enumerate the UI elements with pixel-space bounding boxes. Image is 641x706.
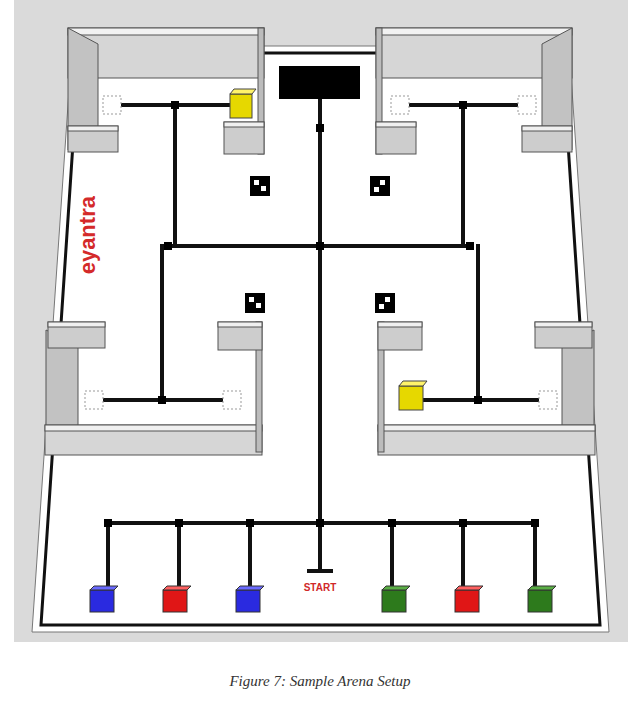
track-line — [533, 523, 537, 588]
wall — [535, 322, 592, 348]
wall-top — [378, 322, 422, 327]
track-line — [173, 105, 177, 246]
block-top — [90, 586, 118, 590]
wall — [376, 122, 416, 154]
wall-top — [376, 28, 572, 35]
drop-zone — [85, 391, 103, 409]
drop-zone — [223, 391, 241, 409]
drop-zone — [518, 96, 536, 114]
wall-top — [378, 425, 595, 431]
block-top — [163, 586, 191, 590]
junction-node — [388, 519, 396, 527]
marker-cell — [374, 187, 379, 192]
track-line — [177, 523, 181, 588]
wall — [218, 322, 262, 350]
track-line — [106, 523, 110, 588]
wall — [48, 322, 105, 348]
wall-top — [45, 425, 262, 431]
marker-cell — [261, 186, 266, 191]
aruco-marker — [245, 293, 265, 313]
aruco-marker — [250, 176, 270, 196]
board-border — [41, 53, 600, 625]
wall-top — [535, 322, 592, 327]
marker-cell — [254, 180, 259, 185]
block-top — [528, 586, 556, 590]
wall-top — [224, 122, 264, 127]
wall — [224, 122, 264, 154]
track-line — [248, 523, 252, 588]
red-block — [455, 590, 479, 612]
wall — [522, 126, 572, 152]
track-line — [390, 523, 394, 588]
wall-top — [48, 322, 105, 327]
marker-cell — [256, 303, 261, 308]
marker-cell — [379, 304, 384, 309]
block-top — [230, 89, 256, 94]
aruco-marker — [370, 176, 390, 196]
junction-node — [246, 519, 254, 527]
junction-node — [316, 124, 324, 132]
wall-top — [68, 126, 118, 131]
junction-node — [164, 242, 172, 250]
yellow-block — [399, 386, 423, 410]
red-block — [163, 590, 187, 612]
junction-node — [459, 519, 467, 527]
green-block — [382, 590, 406, 612]
track-line — [461, 523, 465, 588]
track-line — [318, 100, 322, 522]
junction-node — [531, 519, 539, 527]
wall-top — [68, 28, 264, 35]
junction-node — [175, 519, 183, 527]
green-block — [528, 590, 552, 612]
wall — [378, 425, 595, 455]
marker-cell — [385, 297, 390, 302]
backdrop — [14, 0, 628, 642]
figure-caption: Figure 7: Sample Arena Setup — [229, 672, 410, 690]
wall-top — [376, 122, 416, 127]
marker-cell — [249, 297, 254, 302]
junction-node — [474, 396, 482, 404]
yellow-block — [230, 94, 252, 118]
drop-zone — [103, 96, 121, 114]
start-label: START — [304, 582, 337, 594]
wall — [45, 425, 262, 455]
wall-top — [218, 322, 262, 327]
junction-node — [459, 101, 467, 109]
start-bar — [309, 569, 331, 573]
marker-cell — [380, 180, 385, 185]
arena-board — [32, 46, 609, 632]
junction-node — [104, 519, 112, 527]
blue-block — [90, 590, 114, 612]
blue-block — [236, 590, 260, 612]
block-top — [455, 586, 483, 590]
junction-node — [316, 519, 324, 527]
drop-zone — [539, 391, 557, 409]
junction-node — [158, 396, 166, 404]
wall — [378, 322, 422, 350]
junction-node — [466, 242, 474, 250]
track-line — [160, 246, 164, 400]
block-top — [382, 586, 410, 590]
block-top — [236, 586, 264, 590]
track-line — [476, 246, 480, 400]
drop-zone — [391, 96, 409, 114]
block-top — [399, 381, 427, 386]
track-line — [461, 105, 465, 246]
logo-text: eyantra — [75, 196, 101, 274]
track-line — [318, 522, 322, 570]
junction-node — [171, 101, 179, 109]
wall — [68, 126, 118, 152]
wall-top — [522, 126, 572, 131]
aruco-marker — [375, 293, 395, 313]
black-zone — [279, 66, 360, 99]
junction-node — [316, 242, 324, 250]
